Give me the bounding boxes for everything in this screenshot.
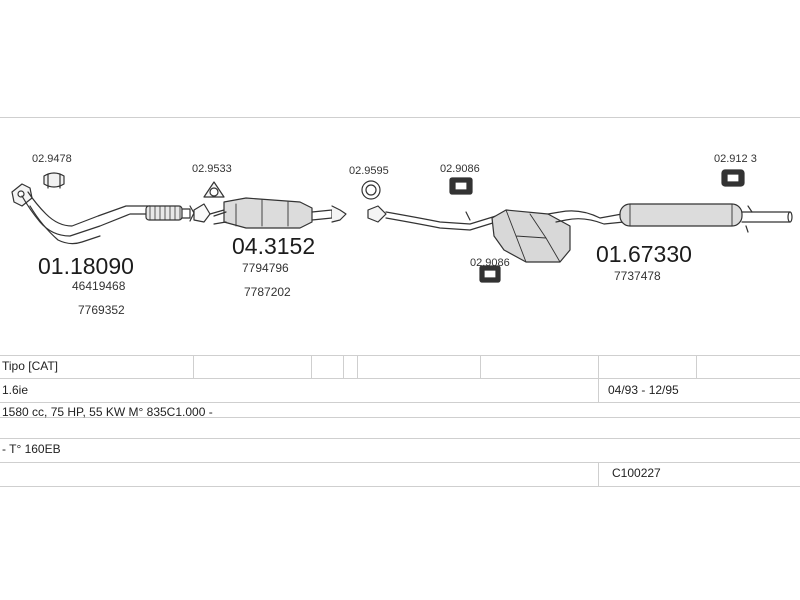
label-46419468: 46419468	[72, 279, 126, 293]
table-rule	[0, 402, 800, 403]
engine-specs: 1580 cc, 75 HP, 55 KW M° 835C1.000 -	[2, 405, 213, 419]
label-02-9533: 02.9533	[192, 163, 232, 175]
table-col-divider	[193, 355, 194, 378]
table-rule	[0, 378, 800, 379]
table-col-divider	[598, 462, 599, 486]
label-7794796: 7794796	[242, 261, 289, 275]
table-col-divider	[696, 355, 697, 378]
top-border	[0, 117, 800, 118]
table-col-divider	[311, 355, 312, 378]
catalytic-converter-part[interactable]	[193, 197, 347, 229]
label-7769352: 7769352	[78, 303, 125, 317]
model-code: - T° 160EB	[2, 442, 61, 456]
production-years: 04/93 - 12/95	[608, 383, 679, 397]
ring-gasket-part[interactable]	[361, 180, 381, 200]
label-02-9595: 02.9595	[349, 165, 389, 177]
front-pipe-part[interactable]	[11, 183, 195, 245]
label-01-67330: 01.67330	[596, 241, 692, 267]
rubber-mount-top-part[interactable]	[449, 177, 473, 195]
label-04-3152: 04.3152	[232, 233, 315, 259]
label-02-912-3: 02.912 3	[714, 153, 757, 165]
catalogue-code: C100227	[612, 466, 661, 480]
vehicle-model: Tipo [CAT]	[2, 359, 59, 373]
label-02-9478: 02.9478	[32, 153, 72, 165]
table-rule	[0, 486, 800, 487]
rubber-mount-bottom-part[interactable]	[479, 265, 501, 283]
table-rule	[0, 355, 800, 356]
table-col-divider	[598, 355, 599, 402]
label-02-9086-bottom: 02.9086	[470, 257, 510, 269]
rubber-mount-rear-part[interactable]	[721, 169, 745, 187]
label-02-9086-top: 02.9086	[440, 163, 480, 175]
label-7737478: 7737478	[614, 269, 661, 283]
engine-variant: 1.6ie	[2, 383, 29, 397]
table-col-divider	[480, 355, 481, 378]
table-col-divider	[343, 355, 344, 378]
table-rule	[0, 438, 800, 439]
table-rule	[0, 462, 800, 463]
label-01-18090: 01.18090	[38, 253, 134, 279]
label-7787202: 7787202	[244, 285, 291, 299]
table-rule	[0, 417, 800, 418]
table-col-divider	[357, 355, 358, 378]
middle-silencer-part[interactable]	[367, 203, 793, 263]
clamp-part[interactable]	[43, 172, 65, 189]
gasket-part[interactable]	[203, 181, 225, 198]
